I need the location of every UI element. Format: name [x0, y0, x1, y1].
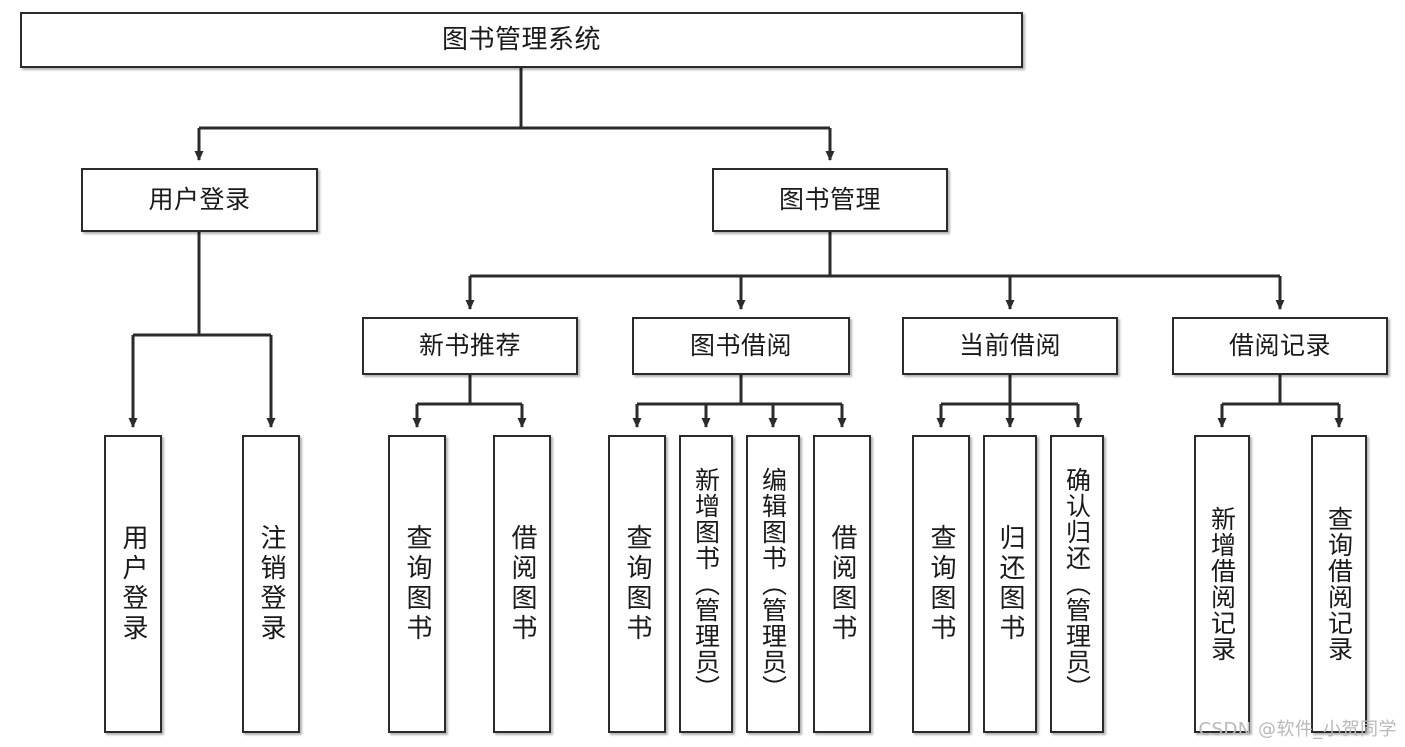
node-root-system[interactable]: 图书管理系统 [20, 12, 1023, 68]
leaf-confirm-return-admin[interactable]: 确认归还（管理员） [1050, 435, 1104, 733]
node-label: 当前借阅 [958, 331, 1061, 361]
leaf-borrow-book[interactable]: 借阅图书 [813, 435, 871, 733]
leaf-query-borrow-record[interactable]: 查询借阅记录 [1311, 435, 1367, 733]
node-label: 图书管理系统 [441, 24, 601, 55]
node-label: 编辑图书（管理员） [758, 467, 788, 701]
node-label: 借阅图书 [507, 524, 537, 644]
leaf-return-book[interactable]: 归还图书 [983, 435, 1037, 733]
leaf-borrow-book-recommend[interactable]: 借阅图书 [493, 435, 551, 733]
node-label: 注销登录 [256, 524, 286, 644]
node-label: 归还图书 [995, 524, 1025, 644]
leaf-query-book-current[interactable]: 查询图书 [912, 435, 970, 733]
node-label: 用户登录 [148, 185, 251, 215]
node-label: 查询图书 [402, 524, 432, 644]
node-label: 查询借阅记录 [1324, 506, 1354, 662]
node-label: 借阅记录 [1228, 331, 1331, 361]
leaf-add-borrow-record[interactable]: 新增借阅记录 [1194, 435, 1250, 733]
node-label: 新书推荐 [418, 331, 521, 361]
leaf-user-login[interactable]: 用户登录 [104, 435, 162, 733]
node-book-borrow[interactable]: 图书借阅 [632, 317, 850, 375]
leaf-query-book-borrow[interactable]: 查询图书 [608, 435, 666, 733]
node-borrow-record[interactable]: 借阅记录 [1172, 317, 1388, 375]
leaf-edit-book-admin[interactable]: 编辑图书（管理员） [746, 435, 800, 733]
node-label: 新增借阅记录 [1207, 506, 1237, 662]
node-new-book-recommend[interactable]: 新书推荐 [362, 317, 578, 375]
watermark: CSDN @软件_小贺同学 [1198, 719, 1397, 740]
node-current-borrow[interactable]: 当前借阅 [902, 317, 1118, 375]
node-label: 查询图书 [622, 524, 652, 644]
node-label: 图书管理 [778, 185, 881, 215]
node-label: 新增图书（管理员） [691, 467, 721, 701]
node-label: 确认归还（管理员） [1062, 467, 1092, 701]
leaf-query-book-recommend[interactable]: 查询图书 [388, 435, 446, 733]
node-label: 用户登录 [118, 524, 148, 644]
node-label: 借阅图书 [827, 524, 857, 644]
leaf-logout-login[interactable]: 注销登录 [242, 435, 300, 733]
node-book-management[interactable]: 图书管理 [712, 168, 948, 232]
node-label: 查询图书 [926, 524, 956, 644]
leaf-add-book-admin[interactable]: 新增图书（管理员） [679, 435, 733, 733]
node-label: 图书借阅 [689, 331, 792, 361]
node-user-login[interactable]: 用户登录 [81, 168, 318, 232]
